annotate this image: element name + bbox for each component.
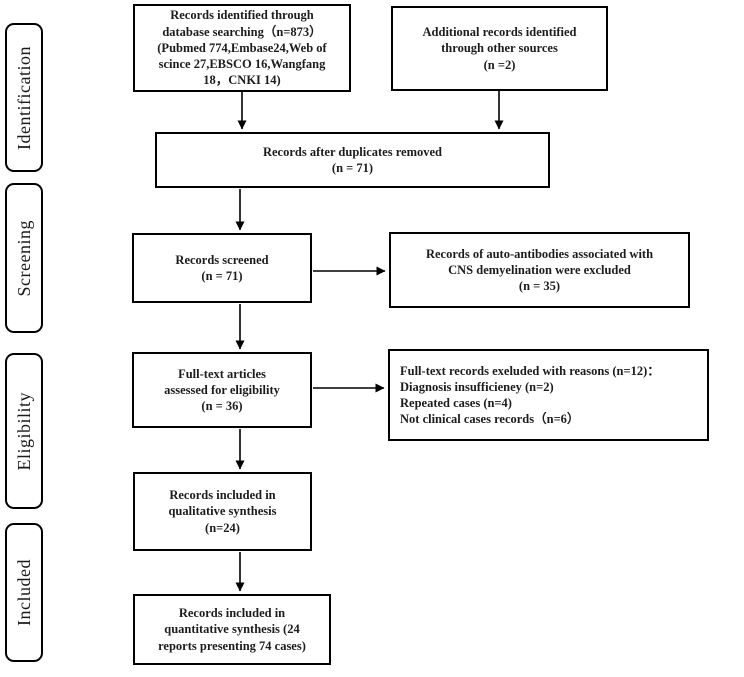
box-additional-records: Additional records identified through ot… xyxy=(391,6,608,91)
box-qualitative-synthesis: Records included in qualitative synthesi… xyxy=(133,472,312,551)
box-text: Records identified through database sear… xyxy=(157,8,327,88)
box-quantitative-synthesis: Records included in quantitative synthes… xyxy=(133,594,331,665)
stage-label-screening: Screening xyxy=(5,183,43,333)
box-text: Full-text records exeluded with reasons … xyxy=(400,363,660,427)
box-text: Additional records identified through ot… xyxy=(422,25,577,72)
box-records-identified: Records identified through database sear… xyxy=(133,4,351,92)
box-records-screened: Records screened (n = 71) xyxy=(132,233,312,303)
box-records-excluded-screening: Records of auto-antibodies associated wi… xyxy=(389,232,690,308)
stage-label-text: Identification xyxy=(13,45,34,150)
box-text: Records screened (n = 71) xyxy=(175,252,269,283)
box-text: Records included in qualitative synthesi… xyxy=(168,488,277,535)
box-fulltext-assessed: Full-text articles assessed for eligibil… xyxy=(132,352,312,428)
box-text: Records after duplicates removed (n = 71… xyxy=(262,144,443,175)
stage-label-text: Screening xyxy=(13,219,34,297)
stage-label-text: Eligibility xyxy=(13,391,34,471)
box-fulltext-excluded-reasons: Full-text records exeluded with reasons … xyxy=(388,349,709,441)
stage-label-text: Included xyxy=(13,559,34,626)
box-text: Full-text articles assessed for eligibil… xyxy=(164,366,280,414)
stage-label-identification: Identification xyxy=(5,23,43,172)
box-after-duplicates-removed: Records after duplicates removed (n = 71… xyxy=(155,132,550,188)
stage-label-included: Included xyxy=(5,523,43,662)
box-text: Records included in quantitative synthes… xyxy=(158,606,306,653)
box-text: Records of auto-antibodies associated wi… xyxy=(425,246,654,294)
stage-label-eligibility: Eligibility xyxy=(5,353,43,509)
